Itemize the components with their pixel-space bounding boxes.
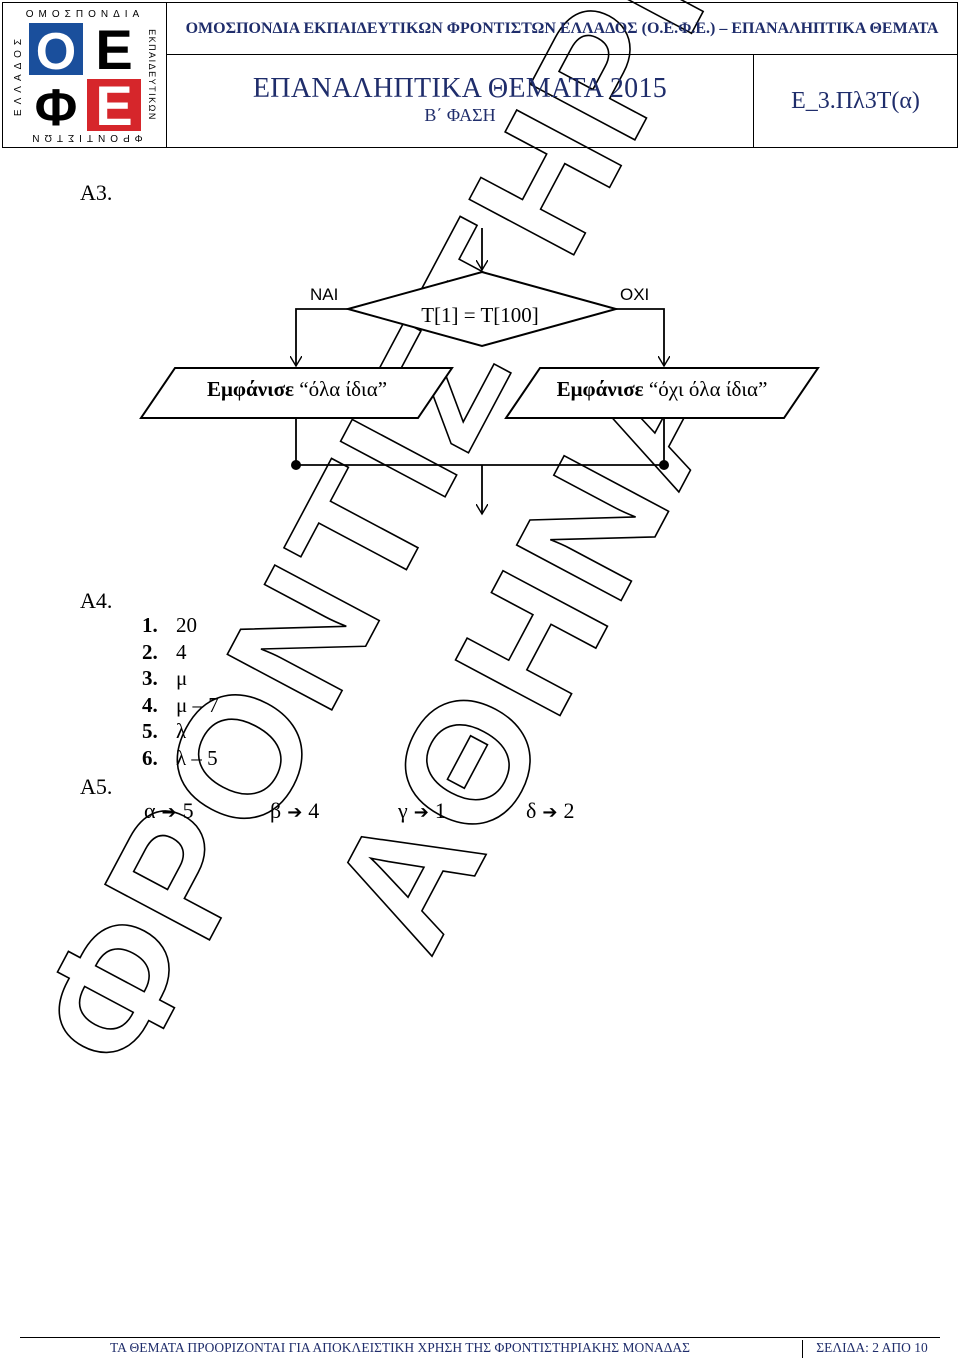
output-box-left [139, 367, 454, 419]
logo-square-bottom-right [87, 79, 141, 131]
page-title: ΕΠΑΝΑΛΗΠΤΙΚΑ ΘΕΜΑΤΑ 2015 [252, 73, 668, 104]
list-item: 4. μ – 7 [142, 692, 219, 719]
decision-text: Τ[1] = Τ[100] [421, 303, 539, 327]
org-line: ΟΜΟΣΠΟΝΔΙΑ ΕΚΠΑΙΔΕΥΤΙΚΩΝ ΦΡΟΝΤΙΣΤΩΝ ΕΛΛΑ… [167, 3, 957, 55]
pair-right: 2 [563, 798, 575, 823]
logo-ring-right: ΕΚΠΑΙΔΕΥΤΙΚΩΝ [147, 29, 157, 121]
section-a3-label: Α3. [80, 180, 113, 205]
output-box-right [504, 367, 820, 419]
item-value: μ – 7 [176, 692, 219, 717]
item-number: 4. [142, 692, 158, 717]
logo-letter-phi: Φ [35, 79, 78, 137]
section-a4-label: Α4. [80, 588, 113, 613]
pair-left: α [144, 798, 156, 823]
no-label: ΟΧΙ [620, 285, 649, 304]
yes-label: ΝΑΙ [310, 285, 338, 304]
pair-right: 5 [182, 798, 194, 823]
pair-right: 1 [434, 798, 446, 823]
item-number: 1. [142, 613, 158, 637]
yes-branch-line [296, 308, 348, 366]
item-value: λ – 5 [176, 745, 218, 770]
no-branch-line [616, 308, 664, 366]
pair-right: 4 [308, 798, 320, 823]
merge-dot-right [659, 460, 669, 470]
logo-square-top-left [29, 23, 83, 75]
output-left-text: Εμφάνισε “όλα ίδια” [207, 377, 387, 401]
logo-letter-e-top: Ε [95, 18, 132, 81]
title-cell: ΕΠΑΝΑΛΗΠΤΙΚΑ ΘΕΜΑΤΑ 2015 Β΄ ΦΑΣΗ [167, 55, 754, 147]
item-value: λ [176, 719, 187, 743]
item-number: 5. [142, 719, 158, 743]
list-item: 2.4 [142, 639, 219, 666]
logo-ring-top: ΟΜΟΣΠΟΝΔΙΑ [26, 9, 144, 20]
logo-ring-bottom: ΦΡΟΝΤΙΣΤΩΝ [27, 132, 142, 143]
list-item: 1.20 [142, 612, 219, 639]
exam-code: Ε_3.Πλ3Τ(α) [791, 87, 920, 114]
footer-notice: ΤΑ ΘΕΜΑΤΑ ΠΡΟΟΡΙΖΟΝΤΑΙ ΓΙΑ ΑΠΟΚΛΕΙΣΤΙΚΗ … [109, 1340, 691, 1355]
arrow-right-icon: ➔ [542, 802, 558, 823]
a5-pair-2: β➔4 [270, 798, 319, 824]
page-header: ΟΜΟΣΠΟΝΔΙΑ ΦΡΟΝΤΙΣΤΩΝ ΕΛΛΑΔΟΣ ΕΚΠΑΙΔΕΥΤΙ… [2, 2, 958, 148]
page-subtitle: Β΄ ΦΑΣΗ [424, 105, 496, 125]
arrow-right-icon: ➔ [161, 802, 177, 823]
list-item: 5. λ [142, 718, 219, 745]
flowchart: Τ[1] = Τ[100] ΝΑΙ ΟΧΙ Εμφάνισε “όλα ίδια… [139, 228, 820, 560]
logo-letter-o: Ο [36, 23, 76, 81]
oefe-logo: ΟΜΟΣΠΟΝΔΙΑ ΦΡΟΝΤΙΣΤΩΝ ΕΛΛΑΔΟΣ ΕΚΠΑΙΔΕΥΤΙ… [13, 9, 157, 143]
logo-square-bottom-left [29, 79, 83, 131]
item-value: 20 [176, 613, 197, 637]
item-number: 2. [142, 639, 158, 664]
merge-dot-left [291, 460, 301, 470]
a5-pair-3: γ➔1 [398, 798, 446, 824]
page-number: ΣΕΛΙΔΑ: 2 ΑΠΟ 10 [802, 1340, 941, 1358]
pair-left: γ [398, 798, 408, 823]
arrow-right-icon: ➔ [413, 802, 429, 823]
item-value: 4 [176, 639, 187, 664]
a5-pair-1: α➔5 [144, 798, 194, 824]
item-number: 6. [142, 745, 158, 770]
logo-ring-left: ΕΛΛΑΔΟΣ [13, 34, 24, 116]
item-number: 3. [142, 666, 158, 690]
item-value: μ [176, 666, 188, 690]
logo-square-top-right [87, 23, 141, 75]
pair-left: δ [526, 798, 537, 823]
list-item: 3. μ [142, 665, 219, 692]
page-footer: ΤΑ ΘΕΜΑΤΑ ΠΡΟΟΡΙΖΟΝΤΑΙ ΓΙΑ ΑΠΟΚΛΕΙΣΤΙΚΗ … [20, 1337, 941, 1358]
a5-pair-4: δ➔2 [526, 798, 574, 824]
a4-answer-list: 1.20 2.4 3.μ 4.μ – 7 5.λ 6.λ – 5 [142, 612, 219, 771]
list-item: 6. λ – 5 [142, 745, 219, 772]
pair-left: β [270, 798, 282, 823]
arrow-right-icon: ➔ [287, 802, 303, 823]
section-a5-label: Α5. [80, 774, 113, 799]
logo: ΟΜΟΣΠΟΝΔΙΑ ΦΡΟΝΤΙΣΤΩΝ ΕΛΛΑΔΟΣ ΕΚΠΑΙΔΕΥΤΙ… [3, 3, 167, 147]
output-right-text: Εμφάνισε “όχι όλα ίδια” [557, 377, 768, 401]
logo-letter-e-bottom: Ε [95, 74, 132, 137]
